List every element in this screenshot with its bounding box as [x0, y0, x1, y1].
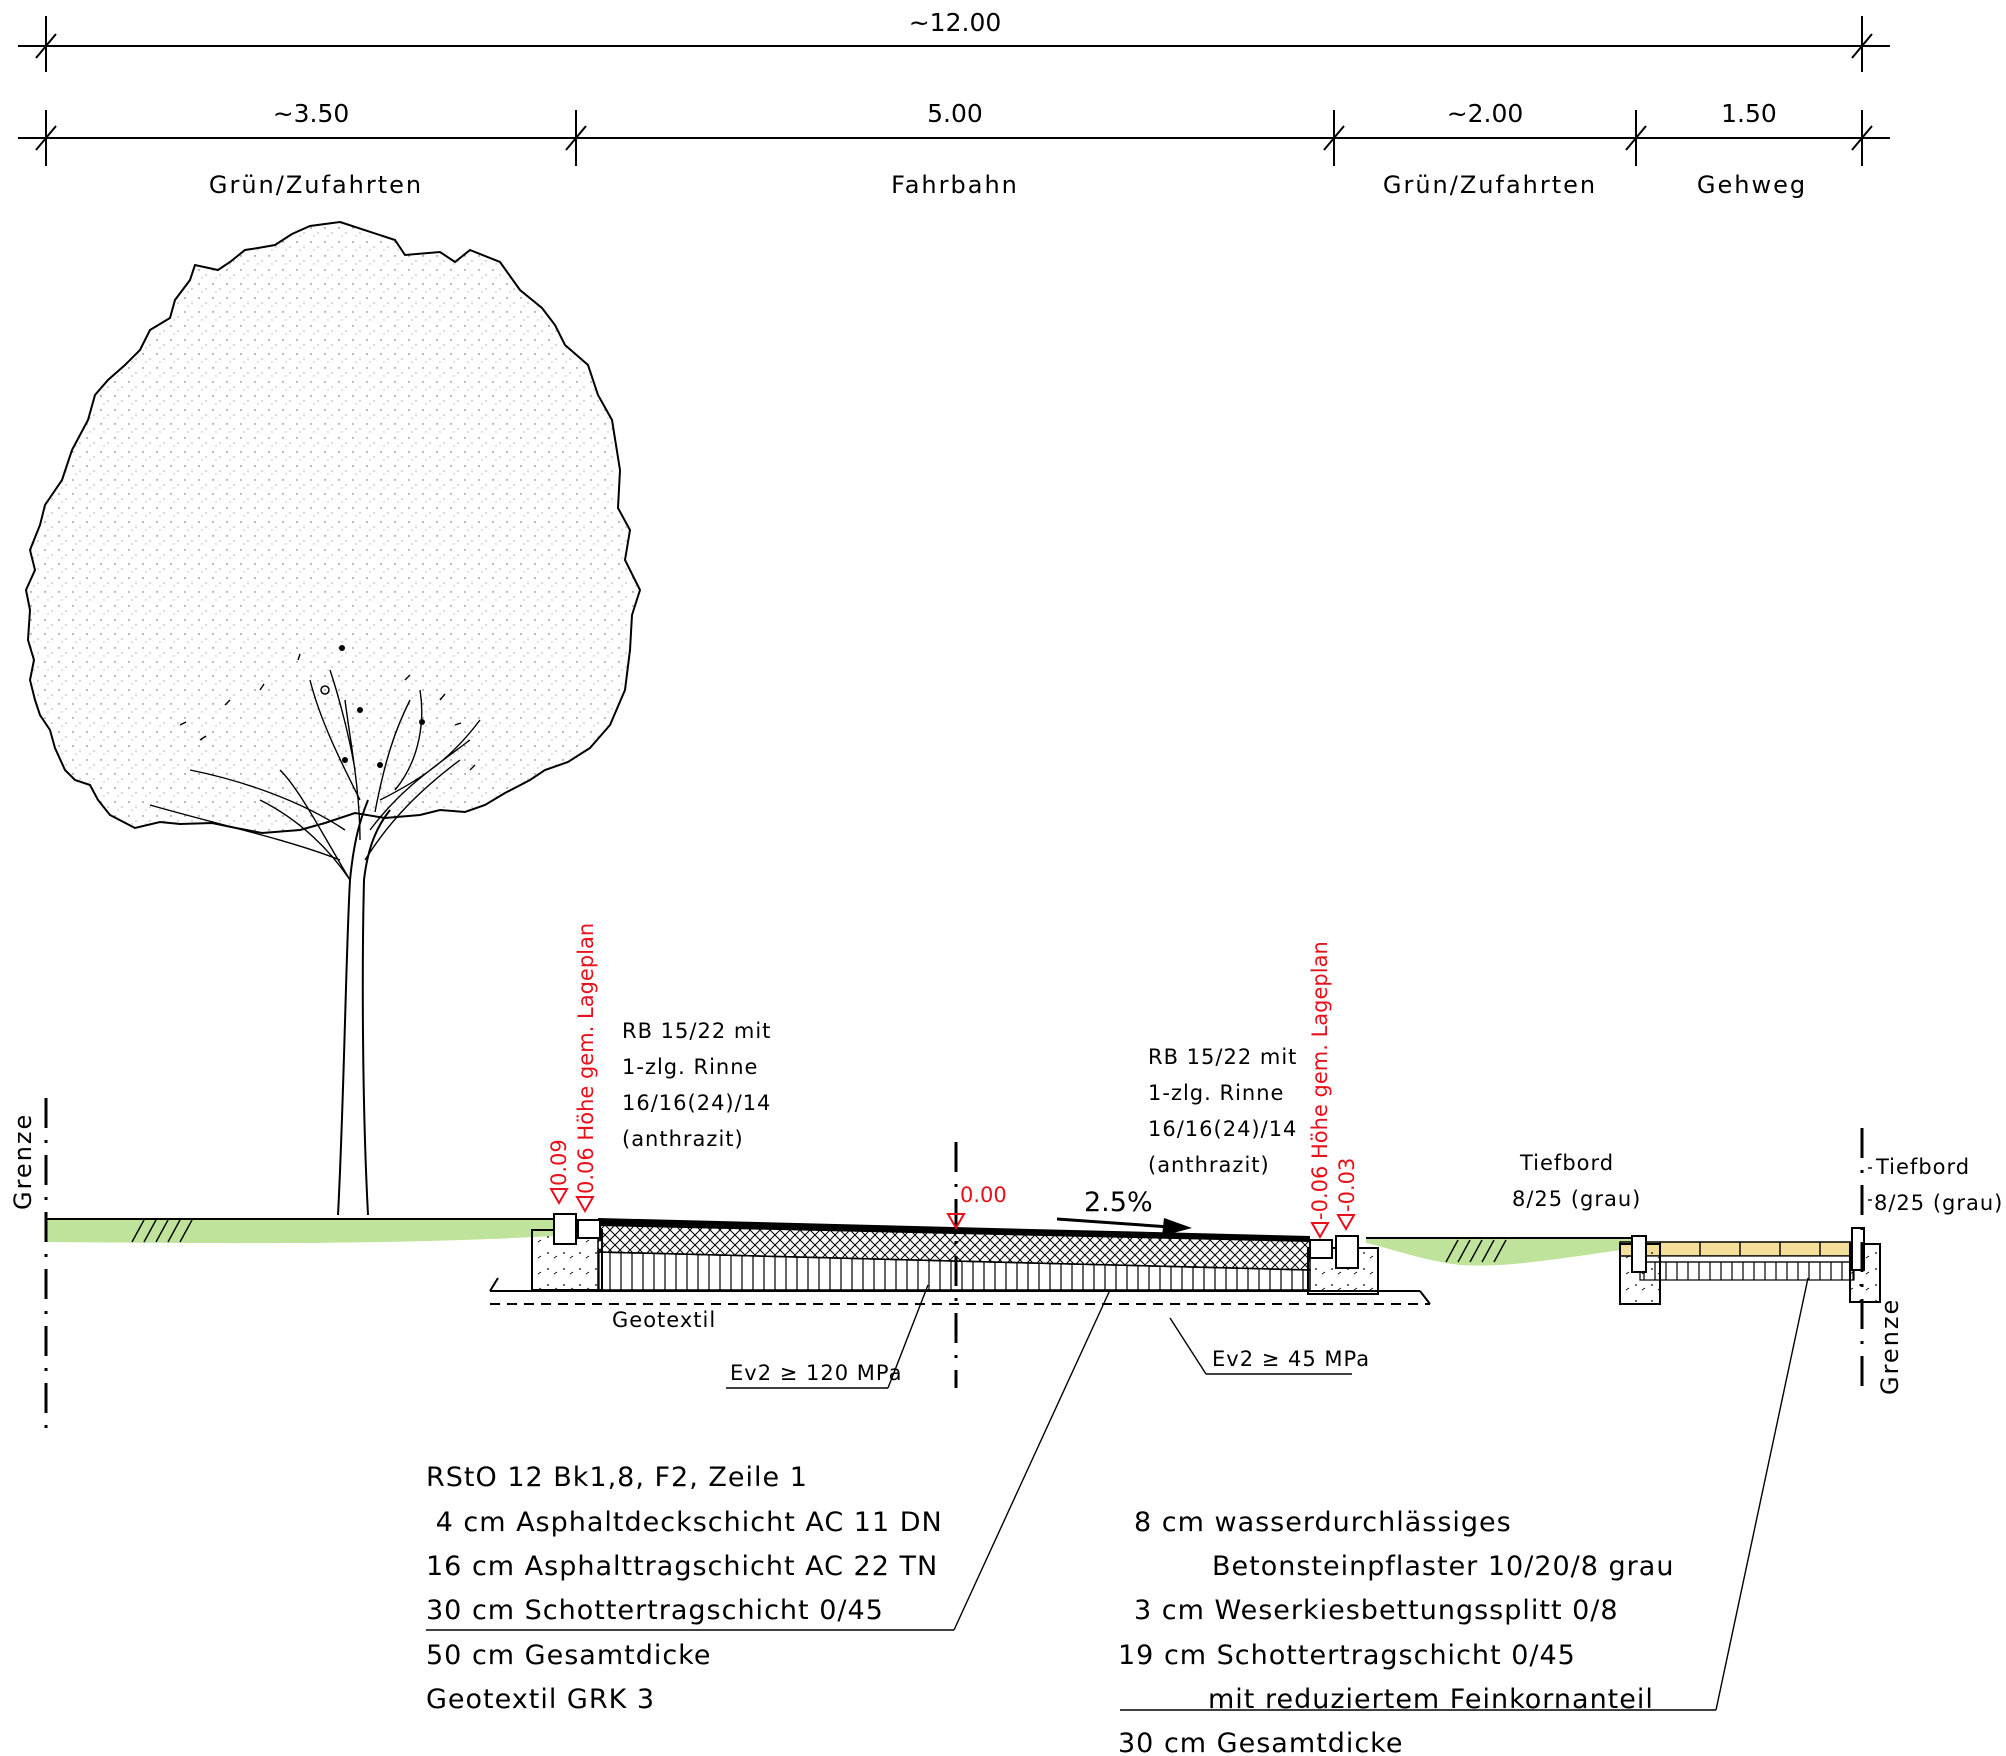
walk-spec-line-4: 19 cm Schottertragschicht 0/45	[1118, 1640, 1576, 1671]
road-spec-line-3: 16 cm Asphalttragschicht AC 22 TN	[426, 1551, 938, 1582]
slope-label: 2.5%	[1084, 1187, 1153, 1218]
elevation-markers	[549, 1188, 1356, 1240]
elevation-left-top: 0.09	[547, 1139, 571, 1186]
dimension-chain	[18, 16, 1890, 166]
curb-right-line-3: 16/16(24)/14	[1148, 1117, 1297, 1141]
ground-surface	[46, 1218, 1636, 1266]
elevation-left-side: 0.06 Höhe gem. Lageplan	[574, 923, 598, 1194]
left-curb	[531, 1213, 603, 1291]
sidewalk-structure	[1619, 1227, 1881, 1305]
walk-spec-line-6: 30 cm Gesamtdicke	[1118, 1728, 1403, 1756]
road-spec-line-5: 50 cm Gesamtdicke	[426, 1640, 711, 1671]
road-spec-line-2: 4 cm Asphaltdeckschicht AC 11 DN	[426, 1507, 943, 1538]
elevation-right-top: -0.03	[1335, 1158, 1359, 1212]
segment-name-sidewalk: Gehweg	[1697, 171, 1807, 199]
slope-arrow	[1056, 1217, 1192, 1236]
segment-width-sidewalk: 1.50	[1721, 99, 1777, 128]
geotextil-label: Geotextil	[612, 1308, 716, 1332]
boundary-label-left: Grenze	[9, 1113, 37, 1210]
curb-right-line-4: (anthrazit)	[1148, 1153, 1270, 1177]
segment-name-roadway: Fahrbahn	[891, 171, 1019, 199]
curb-left-line-1: RB 15/22 mit	[622, 1019, 771, 1043]
road-pavement	[489, 1218, 1431, 1305]
total-width-label: ~12.00	[909, 8, 1002, 37]
walk-spec-line-5: mit reduziertem Feinkornanteil	[1208, 1684, 1654, 1715]
tiefbord-left-line-2: 8/25 (grau)	[1512, 1187, 1641, 1211]
boundary-lines	[44, 1098, 1864, 1430]
leader-lines	[426, 1277, 1809, 1711]
tree-illustration	[24, 220, 642, 1216]
segment-name-green-right: Grün/Zufahrten	[1383, 171, 1597, 199]
road-spec-line-6: Geotextil GRK 3	[426, 1684, 655, 1715]
curb-left-line-4: (anthrazit)	[622, 1127, 744, 1151]
elevation-center: 0.00	[960, 1183, 1007, 1207]
curb-right-line-1: RB 15/22 mit	[1148, 1045, 1297, 1069]
segment-width-green-right: ~2.00	[1447, 99, 1524, 128]
road-spec-line-1: RStO 12 Bk1,8, F2, Zeile 1	[426, 1462, 808, 1493]
tiefbord-right-line-1: Tiefbord	[1875, 1155, 1970, 1179]
boundary-label-right: Grenze	[1876, 1298, 1904, 1395]
elevation-right-side: -0.06 Höhe gem. Lageplan	[1308, 941, 1332, 1220]
walk-spec-line-1: 8 cm wasserdurchlässiges	[1134, 1507, 1512, 1538]
ev2-base-label: Ev2 ≥ 45 MPa	[1212, 1347, 1370, 1371]
right-curb	[1307, 1235, 1379, 1295]
curb-left-line-3: 16/16(24)/14	[622, 1091, 771, 1115]
tiefbord-left-line-1: Tiefbord	[1519, 1151, 1614, 1175]
segment-width-green-left: ~3.50	[273, 99, 350, 128]
segment-width-roadway: 5.00	[927, 99, 983, 128]
curb-left-line-2: 1-zlg. Rinne	[622, 1055, 758, 1079]
ev2-road-label: Ev2 ≥ 120 MPa	[730, 1361, 902, 1385]
curb-right-line-2: 1-zlg. Rinne	[1148, 1081, 1284, 1105]
walk-spec-line-3: 3 cm Weserkiesbettungssplitt 0/8	[1134, 1595, 1619, 1626]
segment-name-green-left: Grün/Zufahrten	[209, 171, 423, 199]
tiefbord-right-line-2: 8/25 (grau)	[1874, 1191, 2003, 1215]
road-spec-line-4: 30 cm Schottertragschicht 0/45	[426, 1595, 884, 1626]
walk-spec-line-2: Betonsteinpflaster 10/20/8 grau	[1212, 1551, 1674, 1582]
